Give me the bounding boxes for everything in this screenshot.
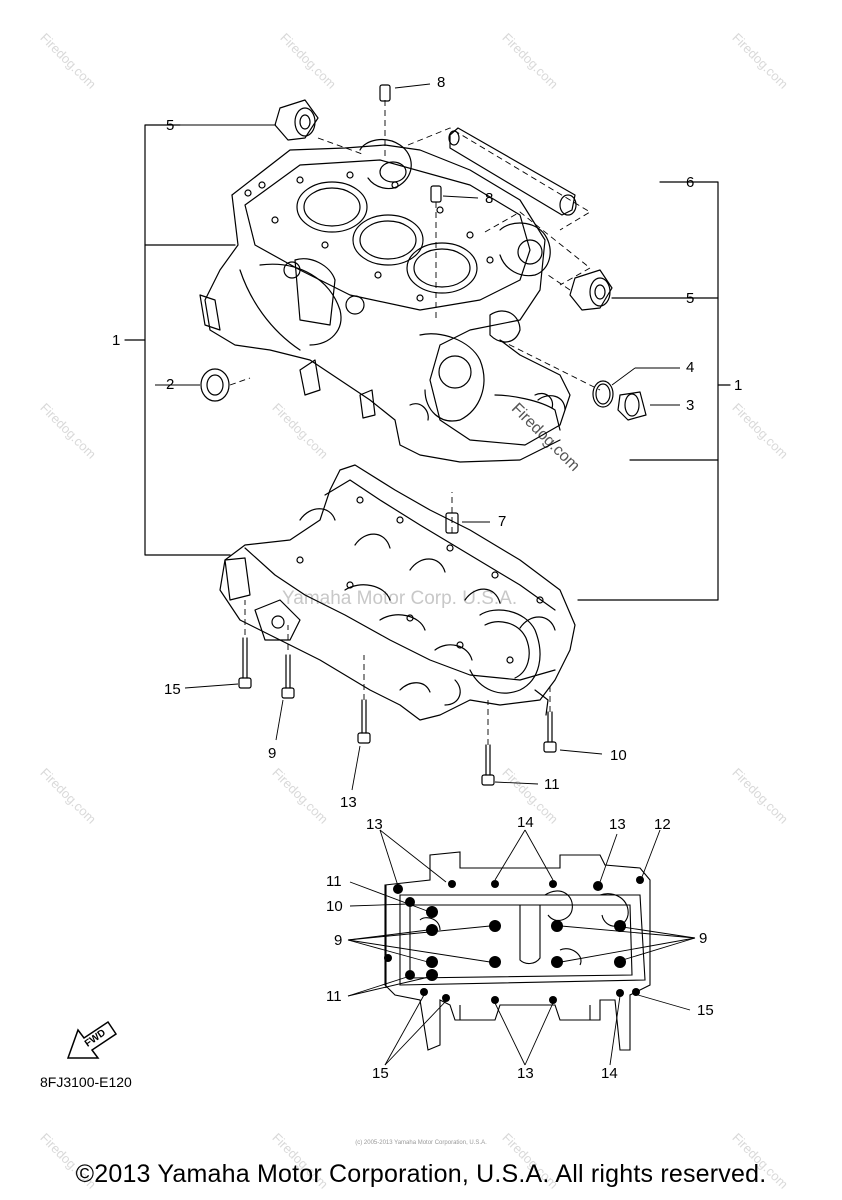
- map-callout-13: 13: [517, 1065, 534, 1082]
- callout-15: 15: [164, 681, 181, 698]
- map-callout-14: 14: [517, 814, 534, 831]
- callout-2: 2: [166, 376, 175, 393]
- callout-9: 9: [268, 745, 277, 762]
- callout-4: 4: [686, 359, 695, 376]
- dowel-pin: [430, 185, 442, 203]
- callout-8: 8: [437, 74, 446, 91]
- callout-6: 6: [686, 174, 695, 191]
- bolt-9: [281, 654, 295, 699]
- map-callout-11: 11: [326, 873, 342, 890]
- bolt-map: [384, 851, 651, 1051]
- callout-5: 5: [686, 290, 695, 307]
- callout-3: 3: [686, 397, 695, 414]
- map-callout-9: 9: [334, 932, 343, 949]
- map-callout-13: 13: [366, 816, 383, 833]
- callout-1: 1: [734, 377, 743, 394]
- bolt-13: [357, 699, 371, 744]
- watermark-center: Yamaha Motor Corp. U.S.A.: [282, 588, 518, 609]
- map-callout-13: 13: [609, 816, 626, 833]
- tiny-copyright: (c) 2005-2013 Yamaha Motor Corporation, …: [355, 1140, 487, 1146]
- lower-crankcase: [219, 464, 576, 721]
- map-callout-15: 15: [697, 1002, 714, 1019]
- callout-10: 10: [610, 747, 627, 764]
- map-callout-11: 11: [326, 988, 342, 1005]
- map-callout-10: 10: [326, 898, 343, 915]
- bolt-10: [543, 711, 557, 753]
- catalog-code: 8FJ3100-E120: [40, 1074, 132, 1090]
- o-ring: [592, 380, 614, 408]
- callout-7: 7: [498, 513, 507, 530]
- callout-11: 11: [544, 776, 560, 793]
- map-callout-9: 9: [699, 930, 708, 947]
- callout-5: 5: [166, 117, 175, 134]
- dowel-pin: [379, 84, 391, 102]
- copyright-notice: ©2013 Yamaha Motor Corporation, U.S.A. A…: [75, 1160, 767, 1188]
- map-callout-15: 15: [372, 1065, 389, 1082]
- map-callout-14: 14: [601, 1065, 618, 1082]
- upper-crankcase: [199, 138, 571, 463]
- callout-13: 13: [340, 794, 357, 811]
- fwd-arrow-icon: [66, 1020, 118, 1059]
- map-callout-12: 12: [654, 816, 671, 833]
- bolt-11: [481, 744, 495, 786]
- bolt-15: [238, 637, 252, 689]
- callout-8: 8: [485, 190, 494, 207]
- callout-1: 1: [112, 332, 121, 349]
